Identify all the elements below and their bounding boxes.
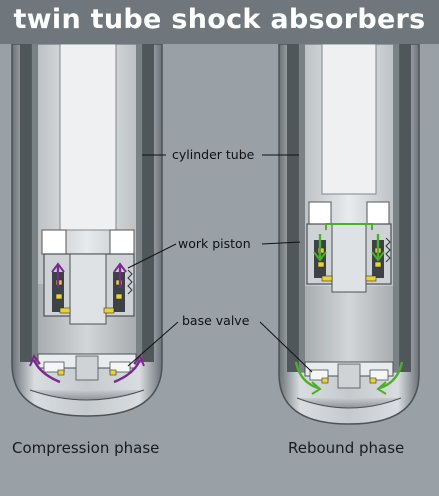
title-bar: twin tube shock absorbers bbox=[0, 0, 439, 44]
label-cylinder-tube: cylinder tube bbox=[172, 148, 254, 162]
label-work-piston: work piston bbox=[178, 237, 251, 251]
label-base-valve: base valve bbox=[182, 314, 249, 328]
piston-rod-left bbox=[60, 44, 116, 230]
label-rebound-phase: Rebound phase bbox=[288, 439, 404, 457]
shock-absorber-illustration bbox=[0, 44, 439, 496]
label-compression-phase: Compression phase bbox=[12, 439, 159, 457]
compression-absorber bbox=[12, 44, 162, 416]
rebound-absorber bbox=[279, 44, 419, 424]
diagram-title: twin tube shock absorbers bbox=[0, 4, 439, 35]
piston-rod-right bbox=[322, 44, 376, 194]
